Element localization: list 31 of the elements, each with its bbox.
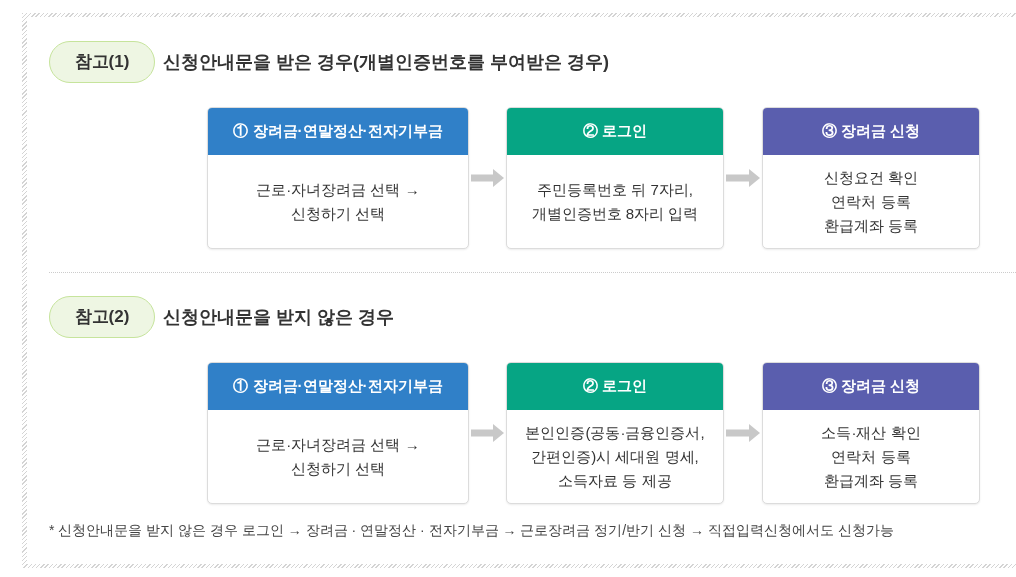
reference-pill: 참고(2) (49, 296, 155, 338)
footnote-text: * 신청안내문을 받지 않은 경우 로그인 → 장려금 · 연말정산 · 전자기부금 → 근로장려금 정기/반기 신청 → 직접입력신청에서도 신청가능 (49, 522, 894, 538)
step-header: ② 로그인 (507, 108, 723, 155)
arrow (471, 424, 504, 442)
step-description: 신청요건 확인 (822, 167, 920, 188)
step-card (506, 107, 724, 249)
step-description: 주민등록번호 뒤 7자리, 개별인증번호 8자리 입력 (530, 179, 700, 224)
step-card (207, 107, 469, 249)
step-description: 소득·재산 확인 (820, 422, 922, 443)
section-heading: 신청안내문을 받은 경우(개별인증번호를 부여받은 경우) (163, 51, 609, 74)
step-card (506, 362, 724, 504)
step-description: 근로·자녀장려금 선택 → 신청하기 선택 (255, 179, 421, 224)
step-description: 연락처 등록 (830, 191, 912, 212)
step-header: ① 장려금·연말정산·전자기부금 (208, 363, 468, 410)
step-description: 환급계좌 등록 (822, 470, 920, 491)
step-description: 환급계좌 등록 (822, 215, 920, 236)
step-card (762, 362, 980, 504)
section-heading: 신청안내문을 받지 않은 경우 (163, 306, 394, 329)
step-description: 본인인증(공동·금융인증서, 간편인증)시 세대원 명세, 소득자료 등 제공 (524, 422, 706, 491)
arrow (726, 169, 760, 187)
reference-pill: 참고(1) (49, 41, 155, 83)
step-header: ② 로그인 (507, 363, 723, 410)
step-card (762, 107, 980, 249)
step-header: ① 장려금·연말정산·전자기부금 (208, 108, 468, 155)
step-description: 근로·자녀장려금 선택 → 신청하기 선택 (255, 434, 421, 479)
arrow (471, 169, 504, 187)
step-description: 연락처 등록 (830, 446, 912, 467)
step-header: ③ 장려금 신청 (763, 363, 979, 410)
step-header: ③ 장려금 신청 (763, 108, 979, 155)
step-card (207, 362, 469, 504)
arrow (726, 424, 760, 442)
